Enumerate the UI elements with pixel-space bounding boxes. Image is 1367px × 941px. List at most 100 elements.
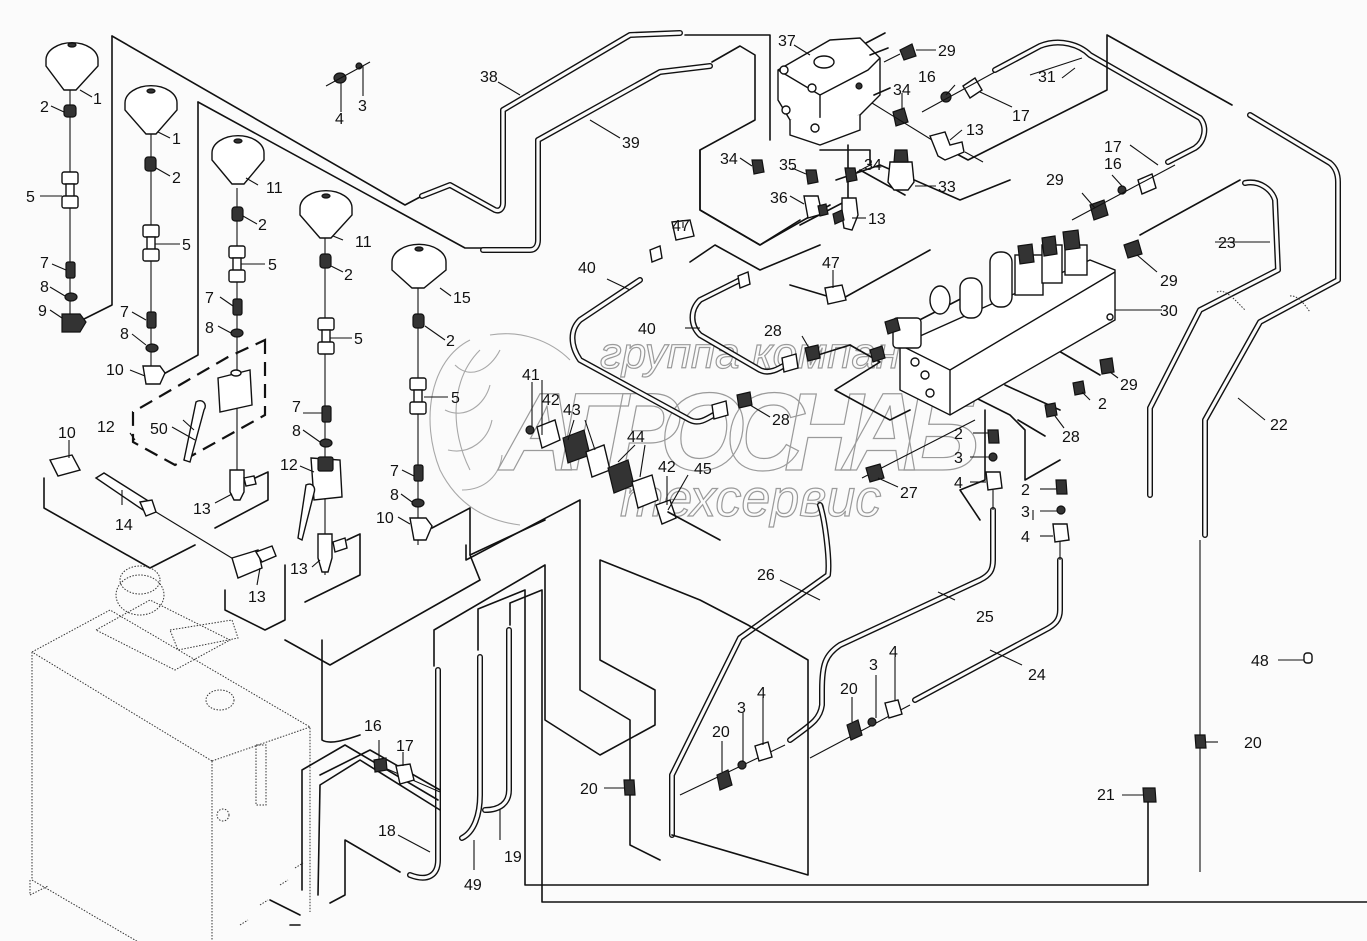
callout-10: 10 xyxy=(376,510,394,527)
callout-labels: 1 1 2 2 2 2 2 2 2 2 3 3 3 3 3 4 4 4 4 4 … xyxy=(26,33,1288,894)
valve-block xyxy=(869,229,1116,416)
callout-21: 21 xyxy=(1097,787,1115,804)
watermark-line3: техсервис xyxy=(620,470,881,528)
callout-4: 4 xyxy=(1021,529,1030,546)
callout-35: 35 xyxy=(779,157,797,174)
pipes xyxy=(269,30,1367,926)
callout-41: 41 xyxy=(522,367,540,384)
callout-8: 8 xyxy=(292,423,301,440)
callout-40: 40 xyxy=(638,321,656,338)
callout-7: 7 xyxy=(40,255,49,272)
callout-13: 13 xyxy=(868,211,886,228)
callout-3: 3 xyxy=(358,98,367,115)
callout-1: 1 xyxy=(172,131,181,148)
callout-47: 47 xyxy=(822,255,840,272)
callout-49: 49 xyxy=(464,877,482,894)
callout-31: 31 xyxy=(1038,69,1056,86)
callout-50: 50 xyxy=(150,421,168,438)
callout-2: 2 xyxy=(1098,396,1107,413)
callout-34: 34 xyxy=(893,82,911,99)
callout-29: 29 xyxy=(1160,273,1178,290)
callout-2: 2 xyxy=(344,267,353,284)
callout-40: 40 xyxy=(578,260,596,277)
accumulator-icon xyxy=(211,134,265,185)
callout-3: 3 xyxy=(869,657,878,674)
callout-17: 17 xyxy=(1012,108,1030,125)
callout-36: 36 xyxy=(770,190,788,207)
callout-2: 2 xyxy=(40,99,49,116)
watermark-logo-icon xyxy=(429,333,571,526)
callout-8: 8 xyxy=(205,320,214,337)
callout-18: 18 xyxy=(378,823,396,840)
watermark: группа компаний АГРОСНАБ техсервис xyxy=(429,328,981,529)
callout-29: 29 xyxy=(938,43,956,60)
callout-29: 29 xyxy=(1120,377,1138,394)
callout-28: 28 xyxy=(1062,429,1080,446)
callout-26: 26 xyxy=(757,567,775,584)
callout-7: 7 xyxy=(292,399,301,416)
accumulator-icon xyxy=(391,243,447,289)
callout-17: 17 xyxy=(1104,139,1122,156)
callout-28: 28 xyxy=(772,412,790,429)
callout-5: 5 xyxy=(268,257,277,274)
callout-9: 9 xyxy=(38,303,47,320)
callout-2: 2 xyxy=(1021,482,1030,499)
accumulator-icon xyxy=(299,189,353,239)
pump-body xyxy=(777,32,891,146)
callout-4: 4 xyxy=(335,111,344,128)
callout-29: 29 xyxy=(1046,172,1064,189)
callout-17: 17 xyxy=(396,738,414,755)
callout-5: 5 xyxy=(451,390,460,407)
callout-1: 1 xyxy=(93,91,102,108)
callout-20: 20 xyxy=(840,681,858,698)
callout-3: 3 xyxy=(737,700,746,717)
callout-2: 2 xyxy=(172,170,181,187)
callout-12: 12 xyxy=(97,419,115,436)
callout-7: 7 xyxy=(120,304,129,321)
callout-34: 34 xyxy=(864,157,882,174)
callout-2: 2 xyxy=(954,426,963,443)
callout-3: 3 xyxy=(954,450,963,467)
callout-2: 2 xyxy=(258,217,267,234)
callout-22: 22 xyxy=(1270,417,1288,434)
callout-42: 42 xyxy=(658,459,676,476)
callout-33: 33 xyxy=(938,179,956,196)
callout-16: 16 xyxy=(364,718,382,735)
callout-20: 20 xyxy=(712,724,730,741)
callout-42: 42 xyxy=(542,392,560,409)
callout-14: 14 xyxy=(115,517,133,534)
callout-3: 3 xyxy=(1021,504,1030,521)
callout-13: 13 xyxy=(248,589,266,606)
callout-4: 4 xyxy=(889,644,898,661)
callout-25: 25 xyxy=(976,609,994,626)
callout-20: 20 xyxy=(580,781,598,798)
callout-11: 11 xyxy=(355,234,372,251)
callout-5: 5 xyxy=(182,237,191,254)
callout-8: 8 xyxy=(120,326,129,343)
fittings xyxy=(325,43,1313,803)
callout-10: 10 xyxy=(58,425,76,442)
callout-10: 10 xyxy=(106,362,124,379)
hydraulic-tank xyxy=(29,565,311,941)
callout-13: 13 xyxy=(966,122,984,139)
callout-45: 45 xyxy=(694,461,712,478)
callout-15: 15 xyxy=(453,290,471,307)
callout-34: 34 xyxy=(720,151,738,168)
callout-43: 43 xyxy=(563,402,581,419)
callout-11: 11 xyxy=(266,180,283,197)
callout-8: 8 xyxy=(40,279,49,296)
callout-13: 13 xyxy=(193,501,211,518)
callout-37: 37 xyxy=(778,33,796,50)
callout-48: 48 xyxy=(1251,653,1269,670)
callout-23: 23 xyxy=(1218,235,1236,252)
callout-8: 8 xyxy=(390,487,399,504)
callout-39: 39 xyxy=(622,135,640,152)
callout-2: 2 xyxy=(446,333,455,350)
callout-4: 4 xyxy=(757,685,766,702)
callout-20: 20 xyxy=(1244,735,1262,752)
callout-16: 16 xyxy=(918,69,936,86)
callout-4: 4 xyxy=(954,475,963,492)
callout-27: 27 xyxy=(900,485,918,502)
callout-28: 28 xyxy=(764,323,782,340)
